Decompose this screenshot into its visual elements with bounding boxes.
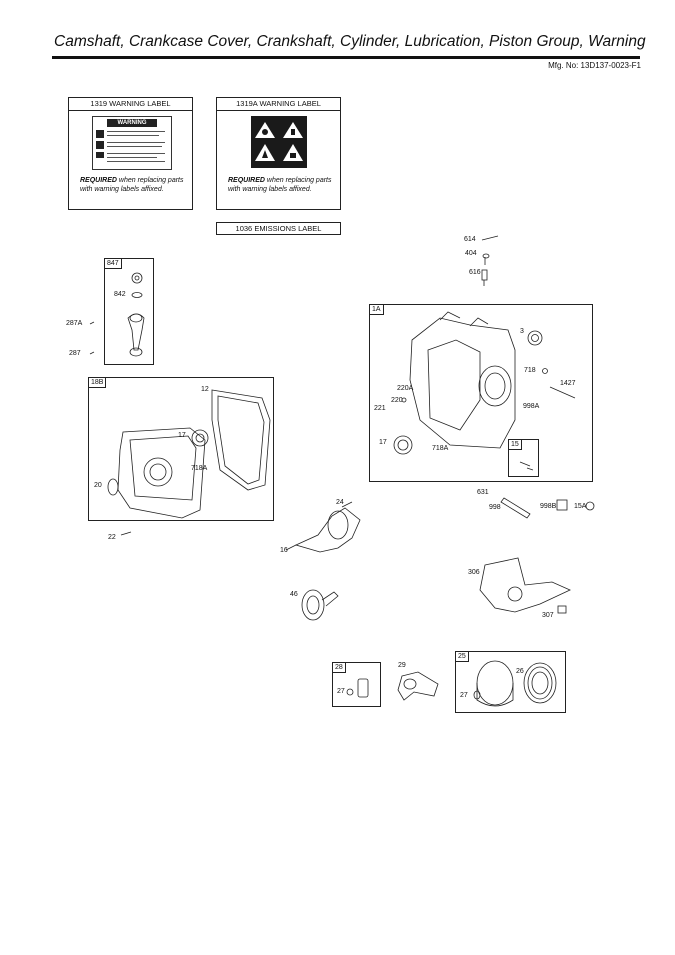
group-25-box[interactable]: 25 [455, 651, 566, 713]
callout-46[interactable]: 46 [290, 591, 298, 598]
group-847-box[interactable]: 847 [104, 258, 154, 365]
group-28-box[interactable]: 28 [332, 662, 381, 707]
callout-998a[interactable]: 998A [523, 403, 540, 410]
callout-220a[interactable]: 220A [397, 385, 414, 392]
group-18b-box[interactable]: 18B [88, 377, 274, 521]
emissions-label-box[interactable]: 1036 EMISSIONS LABEL [216, 222, 341, 235]
callout-27-group25[interactable]: 27 [460, 692, 468, 699]
callout-287a[interactable]: 287A [66, 320, 83, 327]
callout-718a-left[interactable]: 718A [191, 465, 208, 472]
screw-22 [120, 531, 132, 536]
warning-label-note: REQUIRED when replacing parts with warni… [80, 177, 184, 193]
warning-label-a-note: REQUIRED when replacing parts with warni… [228, 177, 332, 193]
callout-221[interactable]: 221 [374, 405, 386, 412]
callout-26[interactable]: 26 [516, 668, 524, 675]
page-title: Camshaft, Crankcase Cover, Crankshaft, C… [54, 33, 646, 50]
cylinder-block-drawing [393, 311, 576, 455]
callout-998b[interactable]: 998B [540, 503, 557, 510]
sensor-parts [481, 235, 499, 286]
callout-15a[interactable]: 15A [574, 503, 587, 510]
warning-label-box[interactable]: 1319 WARNING LABEL WARNING REQUIRED when… [68, 97, 193, 210]
callout-614[interactable]: 614 [464, 236, 476, 243]
callout-220[interactable]: 220 [391, 397, 403, 404]
group-1a-box[interactable]: 1A [369, 304, 593, 482]
group-28-tag: 28 [332, 662, 346, 673]
callout-631[interactable]: 631 [477, 489, 489, 496]
callout-616[interactable]: 616 [469, 269, 481, 276]
group-18b-tag: 18B [88, 377, 107, 388]
callout-12[interactable]: 12 [201, 386, 209, 393]
warning-label-a-box[interactable]: 1319A WARNING LABEL REQUIRED when replac… [216, 97, 341, 210]
warning-sticker-image: WARNING [92, 116, 172, 170]
warning-pictogram-image [251, 116, 307, 168]
callout-998[interactable]: 998 [489, 504, 501, 511]
camshaft-drawing [301, 589, 339, 621]
callout-17-right[interactable]: 17 [379, 439, 387, 446]
callout-29[interactable]: 29 [398, 662, 406, 669]
callout-16[interactable]: 16 [280, 547, 288, 554]
callout-27-group28[interactable]: 27 [337, 688, 345, 695]
callout-718[interactable]: 718 [524, 367, 536, 374]
oil-bracket-drawing [479, 557, 571, 614]
callout-1427[interactable]: 1427 [560, 380, 576, 387]
callout-307[interactable]: 307 [542, 612, 554, 619]
cover-gasket-drawing [211, 389, 271, 491]
part-15-drawing [519, 461, 534, 471]
callout-718a-right[interactable]: 718A [432, 445, 449, 452]
piston-drawing [473, 660, 557, 707]
callout-842[interactable]: 842 [114, 291, 126, 298]
manufacturer-number: Mfg. No: 13D137-0023-F1 [548, 61, 641, 70]
plug-15a [585, 501, 595, 511]
group-1a-tag: 1A [369, 304, 384, 315]
group-15-box[interactable]: 15 [508, 439, 539, 477]
crankshaft-drawing [285, 501, 361, 553]
plug-998b [556, 499, 568, 511]
callout-3[interactable]: 3 [520, 328, 524, 335]
warning-label-title: 1319 WARNING LABEL [69, 98, 192, 111]
emissions-label-title: 1036 EMISSIONS LABEL [235, 224, 322, 233]
crankcase-cover-drawing [107, 427, 209, 519]
dowel-998 [500, 497, 531, 519]
title-rule [52, 56, 640, 59]
callout-17-left[interactable]: 17 [178, 432, 186, 439]
callout-24[interactable]: 24 [336, 499, 344, 506]
group-847-tag: 847 [104, 258, 122, 269]
callout-22[interactable]: 22 [108, 534, 116, 541]
callout-287[interactable]: 287 [69, 350, 81, 357]
callout-306[interactable]: 306 [468, 569, 480, 576]
warning-sticker-heading: WARNING [107, 119, 157, 127]
connecting-rod-drawing [127, 272, 145, 357]
piston-pin-drawing [346, 678, 369, 698]
warning-label-a-title: 1319A WARNING LABEL [217, 98, 340, 111]
callout-20[interactable]: 20 [94, 482, 102, 489]
rod-29-drawing [397, 671, 439, 701]
group-15-tag: 15 [508, 439, 522, 450]
callout-404[interactable]: 404 [465, 250, 477, 257]
group-25-tag: 25 [455, 651, 469, 662]
rod-bolt-marks [89, 321, 95, 355]
